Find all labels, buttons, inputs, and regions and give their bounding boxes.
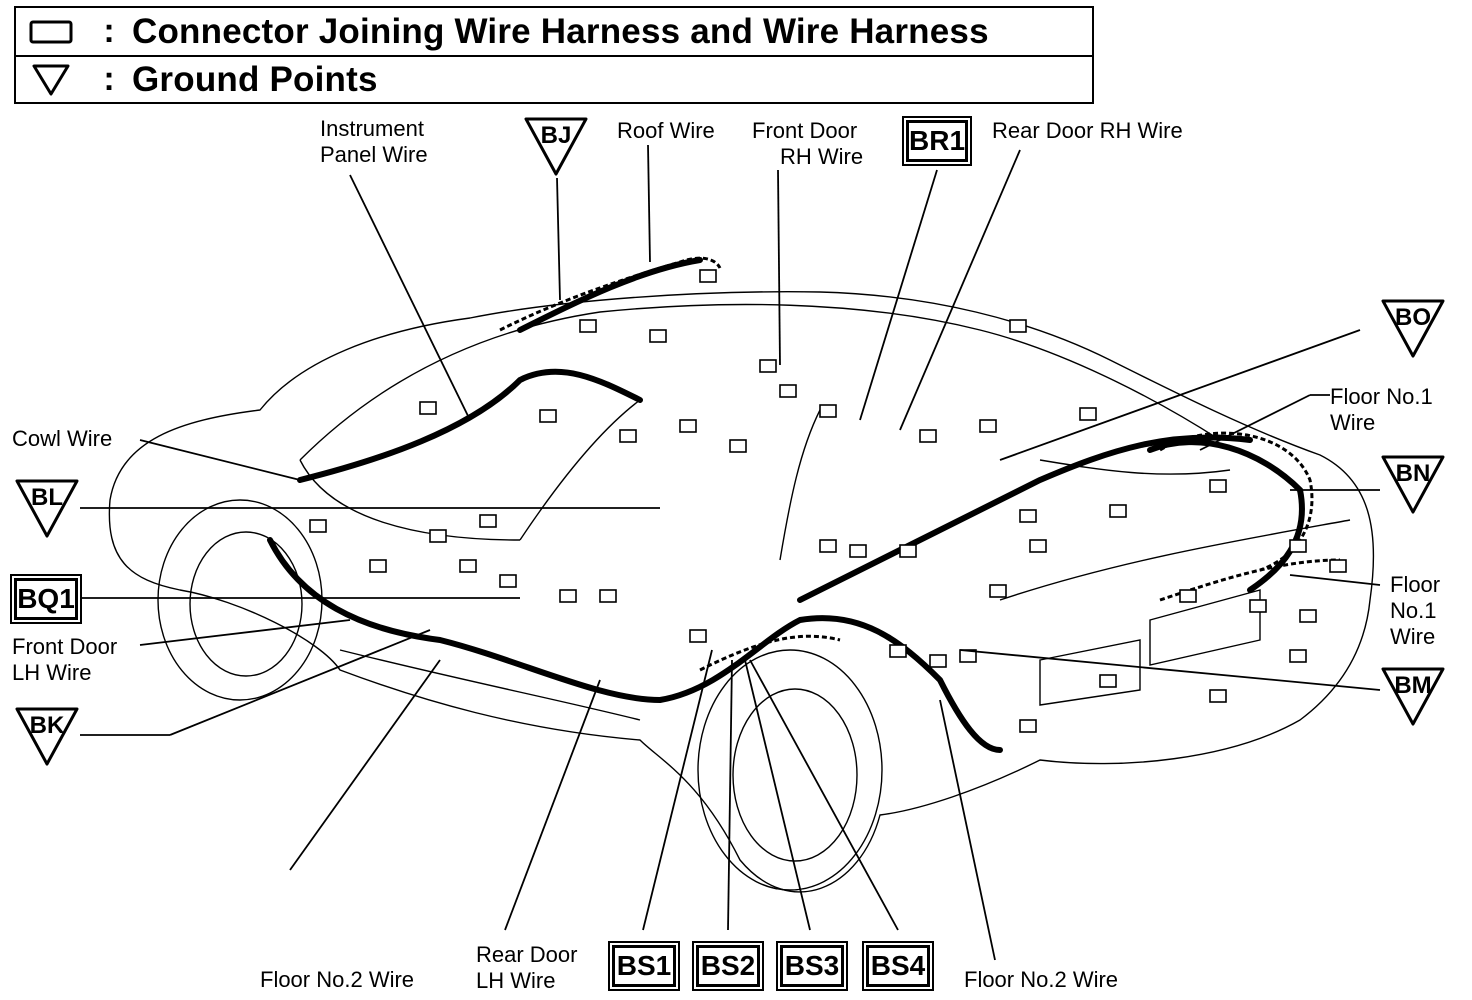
legend-ground-text: Ground Points [132,59,378,99]
label-front-door-lh-wire: Front Door LH Wire [12,634,118,685]
legend-row-ground: : Ground Points [16,56,1092,103]
tail-light-right [1149,589,1261,666]
ground-bj-label: BJ [540,122,572,149]
instrument-panel-harness [297,368,643,483]
door-line-mid [779,409,821,561]
connector-br1: BR1 [902,116,972,166]
car-body-outline [108,291,1375,893]
ground-triangle-icon [1381,299,1445,358]
door-line-front [519,399,641,541]
rear-wheel-inner [732,688,858,862]
ground-bo-label: BO [1395,304,1431,331]
label-floor-no2-wire-right: Floor No.2 Wire [964,967,1119,992]
label-floor-no1-wire-right: Floor No.1 Wire [1330,384,1433,435]
floor-no1-harness [1147,439,1305,593]
legend: : Connector Joining Wire Harness and Wir… [14,6,1094,104]
label-rear-door-lh-wire: Rear Door LH Wire [476,942,578,993]
label-floor-no1-wire-lower: Floor No.1 Wire [1390,572,1441,649]
legend-colon: : [103,12,115,50]
legend-colon: : [103,60,115,98]
ground-bk-label: BK [29,712,65,739]
connector-bs2: BS2 [692,941,764,991]
legend-connector-text: Connector Joining Wire Harness and Wire … [132,11,989,51]
ground-bj: BJ [523,116,589,178]
ground-bl: BL [14,478,80,540]
label-roof-wire: Roof Wire [617,118,715,143]
floor-harness-main [267,537,1003,753]
rocker-line [339,649,641,721]
ground-bn-label: BN [1395,460,1431,487]
ground-triangle-icon [1381,455,1445,514]
connector-box-icon [16,19,86,45]
connector-bs1: BS1 [608,941,680,991]
front-wheel-inner [189,531,303,677]
label-instrument-panel-wire: Instrument Panel Wire [320,116,428,167]
label-cowl-wire: Cowl Wire [12,426,113,451]
rear-loop-dashed [1159,431,1314,572]
ground-bo: BO [1380,298,1446,360]
ground-triangle-icon [15,707,79,766]
ground-bn: BN [1380,454,1446,516]
ground-triangle-icon [16,63,86,97]
ground-triangle-icon [1381,667,1445,726]
ground-bm: BM [1380,666,1446,728]
floor-harness-dashed [699,634,841,672]
windshield-line [299,459,521,541]
front-wheel-outer [157,499,323,701]
tail-light-left [1039,639,1141,706]
car-roof-line [299,303,1221,461]
label-floor-no2-wire-left: Floor No.2 Wire [260,967,415,992]
ground-bk: BK [14,706,80,768]
trunk-harness-dashed [1159,558,1341,602]
label-front-door-rh-wire: Front Door RH Wire [752,118,864,169]
ground-triangle-icon [15,479,79,538]
rear-window-line [1039,459,1231,475]
rear-wheel-outer [697,649,883,891]
roof-harness [517,257,703,333]
connector-bs3: BS3 [776,941,848,991]
ground-triangle-icon [524,117,588,176]
ground-bl-label: BL [31,484,63,511]
legend-row-connector: : Connector Joining Wire Harness and Wir… [16,8,1092,57]
connector-bq1: BQ1 [10,574,82,624]
label-rear-door-rh-wire: Rear Door RH Wire [992,118,1183,143]
ground-bm-label: BM [1394,672,1432,699]
connector-bs4: BS4 [862,941,934,991]
rear-harness [797,434,1253,603]
